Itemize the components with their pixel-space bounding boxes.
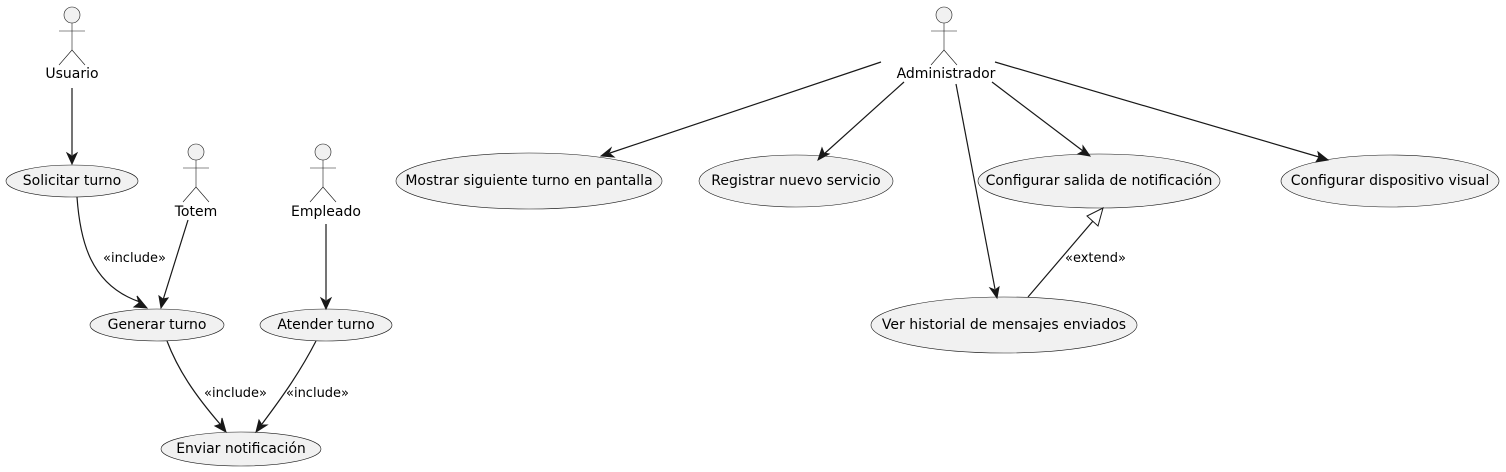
edge-atender-enviar-include: «include» [255,340,349,434]
actor-administrador[interactable]: Administrador [897,6,996,82]
actor-totem[interactable]: Totem [174,143,217,220]
actor-usuario[interactable]: Usuario [45,6,99,82]
usecase-configurar-dispositivo-visual[interactable]: Configurar dispositivo visual [1280,154,1500,208]
actor-empleado-figure [309,143,337,203]
edge-admin-configurar-dispositivo [994,61,1330,163]
usecase-enviar-notificacion-label: Enviar notificación [176,441,306,457]
usecase-atender-turno-label: Atender turno [277,317,374,333]
edge-usuario-solicitar-turno [65,88,79,166]
edge-solicitar-generar-include: «include» [76,196,166,309]
edge-admin-configurar-salida [991,81,1092,157]
actor-totem-figure [182,143,210,203]
usecase-enviar-notificacion[interactable]: Enviar notificación [160,431,322,467]
actor-administrador-label: Administrador [897,66,996,82]
edge-solicitar-generar-include-label: «include» [103,251,166,266]
usecase-generar-turno[interactable]: Generar turno [89,308,225,342]
edge-atender-enviar-include-label: «include» [286,386,349,401]
actor-usuario-figure [58,6,86,66]
usecase-configurar-salida-notificacion[interactable]: Configurar salida de notificación [977,153,1221,209]
usecase-ver-historial-mensajes-label: Ver historial de mensajes enviados [882,317,1126,333]
usecase-registrar-nuevo-servicio[interactable]: Registrar nuevo servicio [698,154,894,208]
edge-totem-generar-turno [158,219,189,310]
edge-admin-ver-historial [955,83,1000,300]
edge-empleado-atender-turno [319,224,333,311]
actor-empleado[interactable]: Empleado [291,143,361,220]
edge-generar-enviar-include: «include» [166,340,267,434]
usecase-mostrar-siguiente-turno[interactable]: Mostrar siguiente turno en pantalla [395,152,663,210]
usecase-configurar-dispositivo-visual-label: Configurar dispositivo visual [1291,173,1490,189]
edge-generar-enviar-include-label: «include» [204,386,267,401]
edge-historial-extends-configurar-salida-label: «extend» [1065,251,1126,266]
usecase-atender-turno[interactable]: Atender turno [259,308,393,342]
usecase-solicitar-turno[interactable]: Solicitar turno [5,164,139,198]
usecase-ver-historial-mensajes[interactable]: Ver historial de mensajes enviados [870,296,1138,354]
usecase-configurar-salida-notificacion-label: Configurar salida de notificación [986,173,1213,189]
edge-admin-mostrar-turno [599,61,882,158]
actor-administrador-figure [930,6,958,66]
usecase-solicitar-turno-label: Solicitar turno [23,173,121,189]
edge-admin-registrar-servicio [817,81,905,162]
actor-usuario-label: Usuario [45,66,98,82]
edge-historial-extends-configurar-salida: «extend» [1027,207,1126,298]
actor-totem-label: Totem [174,204,217,220]
usecase-mostrar-siguiente-turno-label: Mostrar siguiente turno en pantalla [405,173,652,189]
actor-empleado-label: Empleado [291,204,361,220]
usecase-registrar-nuevo-servicio-label: Registrar nuevo servicio [711,173,880,189]
usecase-generar-turno-label: Generar turno [108,317,207,333]
